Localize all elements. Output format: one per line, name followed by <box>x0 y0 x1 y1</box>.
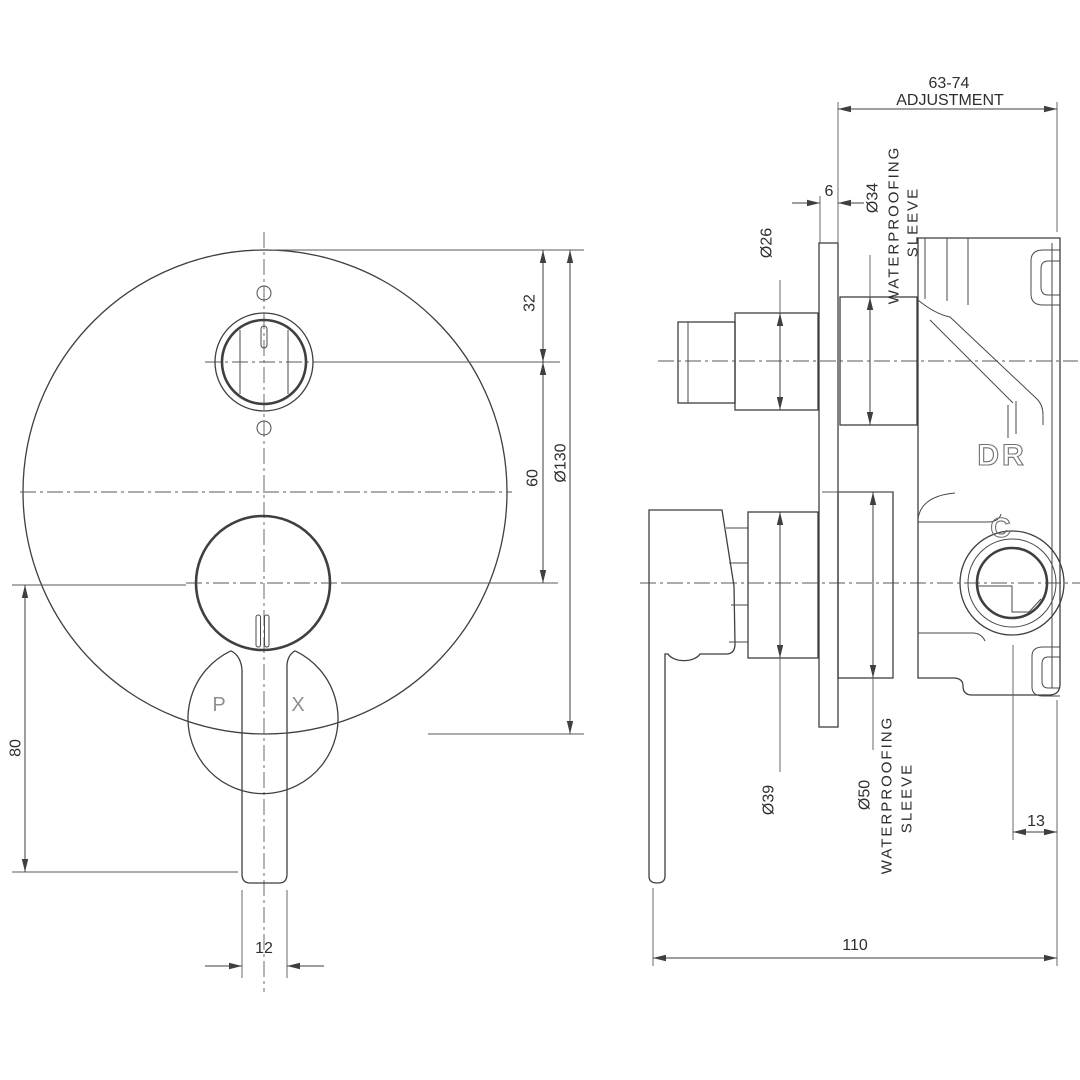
body-shoulder-upper <box>917 299 1044 425</box>
body-front-corner <box>917 492 956 520</box>
brand-letter-right: X <box>291 694 304 716</box>
upper-waterproofing-sleeve <box>839 296 918 426</box>
knob-indicator-slot <box>260 325 268 349</box>
body-marking-c: C <box>990 512 1013 543</box>
lever-outline <box>648 509 736 884</box>
mounting-clip-top <box>1030 249 1060 306</box>
lower-waterproofing-sleeve <box>837 491 894 679</box>
handle-fillet-left <box>230 650 243 671</box>
lower-sleeve-word1-label: WATERPROOFING <box>878 716 895 875</box>
body-shoulder-lower <box>929 319 1014 404</box>
dim-plate-diameter-label: Ø130 <box>553 443 570 482</box>
lower-sleeve-word2-label: SLEEVE <box>898 763 915 833</box>
side-view: DR C 63-7 <box>640 75 1080 966</box>
lever-handle-side <box>648 509 819 884</box>
handle-base-side <box>747 511 819 659</box>
screw-hole-bottom <box>256 420 272 436</box>
dim-outlet-offset-label: 13 <box>1027 813 1045 830</box>
body-outline <box>917 237 1061 696</box>
port-boss-top-edge <box>918 513 1002 523</box>
knob-outer-ring <box>214 312 314 412</box>
outlet-port-key-detail <box>977 585 1042 613</box>
dim-handle-base-diameter-label: Ø39 <box>761 785 778 815</box>
port-boss-bottom-edge <box>918 632 986 642</box>
mounting-clip-bottom <box>1031 646 1060 697</box>
dim-lower-sleeve-diameter-label: Ø50 <box>857 780 874 810</box>
handle-grip-mark-right <box>264 614 270 648</box>
handle-fillet-right <box>286 650 296 671</box>
knob-base-side <box>734 312 819 411</box>
mixer-handle <box>187 514 339 884</box>
handle-grip-mark-left <box>255 614 261 648</box>
dim-handle-length-label: 80 <box>8 739 25 757</box>
upper-sleeve-word1-label: WATERPROOFING <box>885 146 902 305</box>
diverter-knob <box>214 312 314 412</box>
wall-plate-side <box>818 242 839 728</box>
front-view: P X 80 12 32 60 Ø130 <box>8 232 584 992</box>
handle-lever-front <box>241 670 288 884</box>
upper-sleeve-word2-label: SLEEVE <box>904 187 921 257</box>
dim-overall-depth-label: 110 <box>842 937 868 954</box>
dim-adjustment-range-label: 63-74 <box>929 75 970 92</box>
screw-hole-top <box>256 285 272 301</box>
handle-escutcheon-arc <box>187 650 339 795</box>
outlet-port-outer <box>959 530 1065 636</box>
brand-letter-left: P <box>212 694 225 716</box>
knob-cap-side <box>677 321 736 404</box>
valve-body: DR C <box>917 237 1065 697</box>
mounting-clip-top-inner <box>1040 260 1060 296</box>
dim-top-to-knob-label: 32 <box>522 294 539 312</box>
dim-knob-to-handle-label: 60 <box>525 469 542 487</box>
mounting-clip-bottom-inner <box>1041 656 1060 689</box>
knob-inner-ring <box>220 318 308 406</box>
body-marking-dr: DR <box>977 439 1026 472</box>
handle-disc <box>194 514 332 652</box>
dim-plate-thickness-label: 6 <box>825 183 834 200</box>
dim-adjustment-word-label: ADJUSTMENT <box>896 92 1004 109</box>
outlet-port-bore <box>975 546 1049 620</box>
dim-knob-diameter-label: Ø26 <box>759 228 776 258</box>
outlet-port-mid <box>967 538 1057 628</box>
dim-lever-width-label: 12 <box>255 940 273 957</box>
dim-upper-sleeve-diameter-label: Ø34 <box>865 183 882 213</box>
